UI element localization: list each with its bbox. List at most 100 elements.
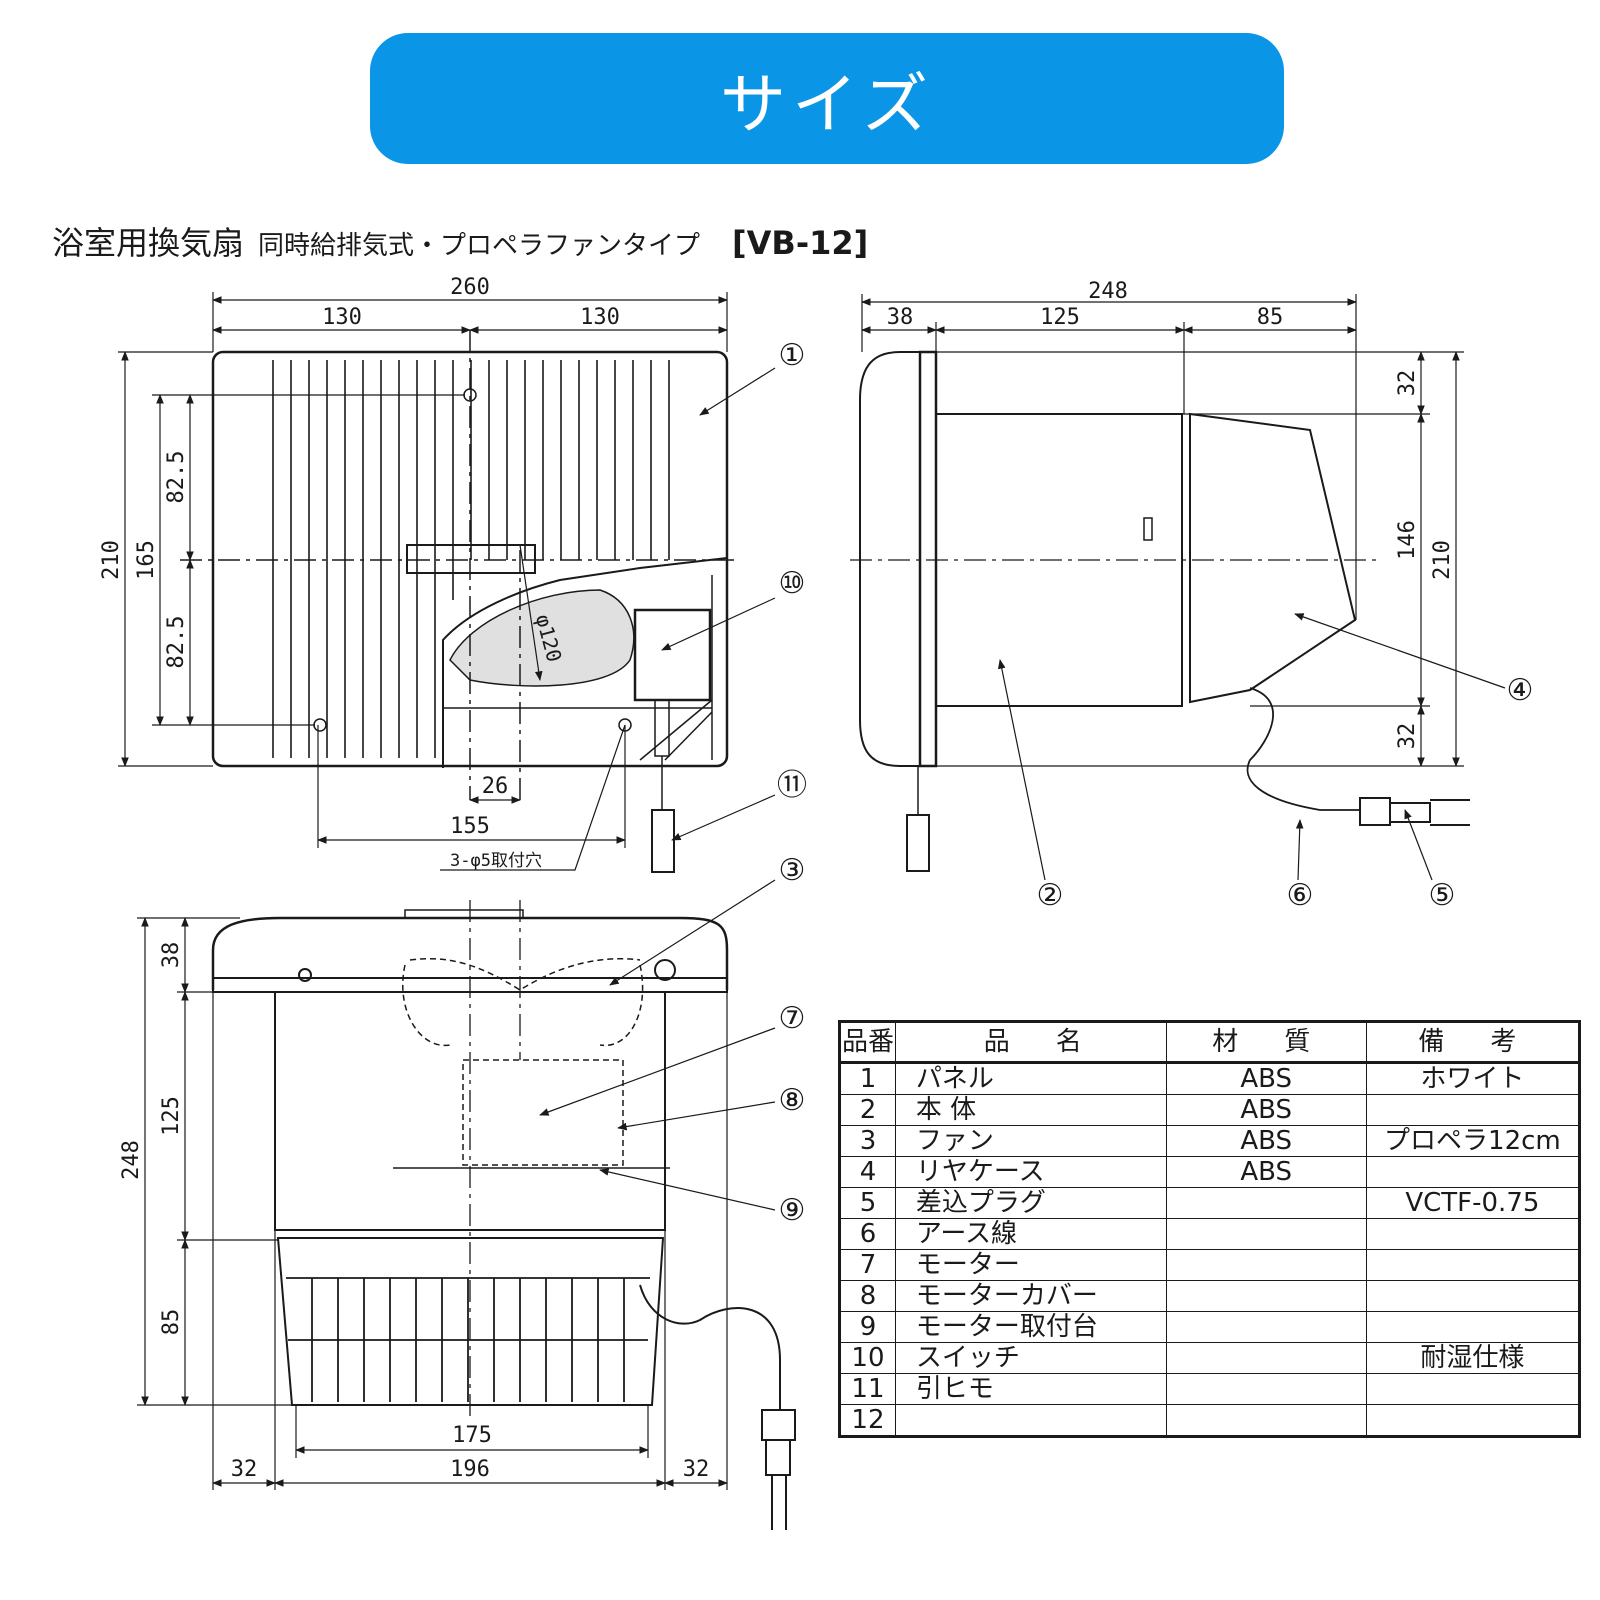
- part-name-cell: 差込プラグ: [894, 1187, 1167, 1219]
- dim-front-offset: 26: [482, 774, 509, 799]
- callout-leaders: [539, 367, 1506, 1211]
- remarks-cell: 耐湿仕様: [1365, 1342, 1581, 1374]
- bottom-panel-outline: [211, 916, 729, 990]
- material-cell: ABS: [1165, 1125, 1367, 1157]
- title-banner: サイズ: [370, 33, 1284, 164]
- dim-side-top: 32: [1395, 370, 1420, 397]
- part-name-cell: ファン: [894, 1125, 1167, 1157]
- part-no-cell: 4: [839, 1156, 896, 1188]
- bottom-fan-dashed: [402, 958, 644, 1047]
- dim-bottom-left: 32: [231, 1457, 258, 1482]
- material-cell: [1165, 1187, 1367, 1219]
- page-title: サイズ: [719, 65, 935, 143]
- dim-side-mid: 146: [1395, 520, 1420, 560]
- part-name-cell: パネル: [894, 1062, 1167, 1095]
- material-cell: [1165, 1311, 1367, 1343]
- material-cell: ABS: [1165, 1062, 1367, 1095]
- bottom-rear-grille-frame: [276, 1237, 665, 1406]
- side-plug: [1359, 797, 1470, 826]
- dim-front-half-right: 130: [580, 305, 620, 330]
- dim-hole-spacing: 155: [450, 814, 490, 839]
- side-pull-cord-handle: [906, 814, 930, 872]
- parts-table-header: 品番 品 名 材 質 備 考: [839, 1021, 1581, 1064]
- remarks-cell: [1365, 1156, 1581, 1188]
- dim-front-height: 210: [99, 540, 124, 580]
- part-name-cell: モーター取付台: [894, 1311, 1167, 1343]
- part-name-cell: 本 体: [894, 1094, 1167, 1126]
- bottom-view: [211, 900, 796, 1530]
- part-name-cell: スイッチ: [894, 1342, 1167, 1374]
- material-cell: [1165, 1249, 1367, 1281]
- header-part-no: 品番: [839, 1021, 896, 1064]
- part-name-cell: アース線: [894, 1218, 1167, 1250]
- side-view-labels: 248 38 125 85 32 146 32 210: [887, 279, 1455, 749]
- bottom-cord: [639, 1284, 781, 1410]
- dim-side-body: 125: [1040, 305, 1080, 330]
- part-no-cell: 11: [839, 1373, 896, 1405]
- callout-10: ⑩: [779, 566, 806, 601]
- table-row: 12: [839, 1404, 1581, 1437]
- callout-7: ⑦: [779, 1001, 806, 1036]
- part-no-cell: 1: [839, 1062, 896, 1095]
- dim-side-height: 210: [1430, 540, 1455, 580]
- remarks-cell: [1365, 1311, 1581, 1343]
- material-cell: [1165, 1373, 1367, 1405]
- callout-labels: ① ② ③ ④ ⑤ ⑥ ⑦ ⑧ ⑨ ⑩ ⑪: [777, 338, 1533, 1228]
- remarks-cell: [1365, 1094, 1581, 1126]
- part-no-cell: 7: [839, 1249, 896, 1281]
- dim-bottom-panel: 38: [159, 942, 184, 969]
- header-material: 材 質: [1165, 1021, 1367, 1064]
- product-type: 同時給排気式・プロペラファンタイプ: [258, 231, 701, 261]
- part-name-cell: モーター: [894, 1249, 1167, 1281]
- side-view: [850, 350, 1470, 872]
- dim-front-lower: 82.5: [164, 616, 189, 669]
- part-name-cell: モーターカバー: [894, 1280, 1167, 1312]
- front-view: [180, 330, 740, 873]
- dim-front-inner-height: 165: [134, 540, 159, 580]
- side-view-dimensions: [861, 294, 1464, 767]
- front-view-dimensions: [118, 292, 728, 871]
- part-no-cell: 12: [839, 1404, 896, 1437]
- remarks-cell: プロペラ12cm: [1365, 1125, 1581, 1157]
- dim-side-panel: 38: [887, 305, 914, 330]
- part-no-cell: 2: [839, 1094, 896, 1126]
- part-name-cell: [894, 1404, 1167, 1437]
- callout-5: ⑤: [1429, 878, 1456, 913]
- part-no-cell: 9: [839, 1311, 896, 1343]
- material-cell: [1165, 1280, 1367, 1312]
- part-no-cell: 8: [839, 1280, 896, 1312]
- dim-side-rear: 85: [1257, 305, 1284, 330]
- material-cell: [1165, 1404, 1367, 1437]
- header-part-name: 品 名: [894, 1021, 1167, 1064]
- product-subtitle: 浴室用換気扇同時給排気式・プロペラファンタイプ[VB-12]: [52, 218, 868, 264]
- callout-6: ⑥: [1287, 878, 1314, 913]
- callout-2: ②: [1037, 878, 1064, 913]
- dim-front-half-left: 130: [322, 305, 362, 330]
- dim-side-depth: 248: [1088, 279, 1128, 304]
- dim-front-width: 260: [450, 275, 490, 300]
- bottom-plug: [761, 1409, 796, 1530]
- bottom-view-labels: 248 38 125 85 175 196 32 32: [119, 942, 709, 1482]
- front-view-labels: 260 130 130 210 165 82.5 82.5 26 155 3-φ…: [99, 275, 620, 871]
- dim-side-bottom: 32: [1395, 723, 1420, 750]
- bottom-motor-dashed: [462, 1059, 624, 1166]
- callout-9: ⑨: [779, 1193, 806, 1228]
- fan-blade-shape: [449, 589, 635, 687]
- part-name-cell: リヤケース: [894, 1156, 1167, 1188]
- callout-4: ④: [1507, 673, 1534, 708]
- cover-cutaway: [442, 557, 728, 768]
- material-cell: ABS: [1165, 1094, 1367, 1126]
- remarks-cell: ホワイト: [1365, 1062, 1581, 1095]
- part-no-cell: 5: [839, 1187, 896, 1219]
- dim-bottom-width: 196: [450, 1457, 490, 1482]
- bottom-rear-grille: [286, 1277, 650, 1402]
- part-name-cell: 引ヒモ: [894, 1373, 1167, 1405]
- hole-note: 3-φ5取付穴: [450, 851, 542, 871]
- bottom-view-dimensions: [137, 917, 728, 1490]
